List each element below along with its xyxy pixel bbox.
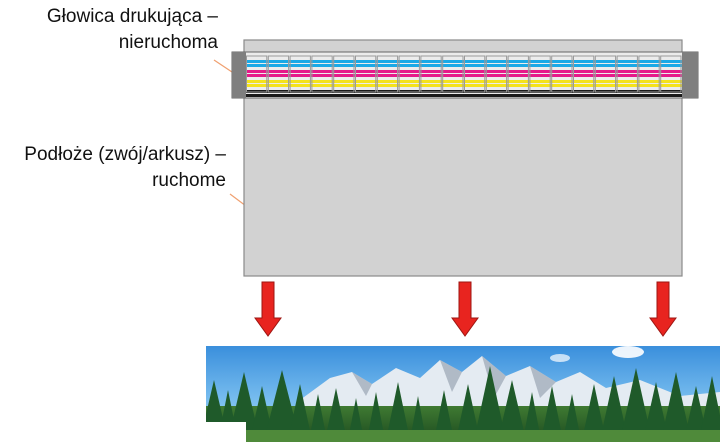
- tree: [523, 392, 541, 440]
- substrate-label: Podłoże (zwój/arkusz) – ruchome: [0, 142, 226, 194]
- tree: [474, 366, 506, 440]
- nozzle-module: [420, 55, 442, 93]
- tree: [643, 382, 669, 440]
- tree: [661, 372, 691, 440]
- ink-row-black: [246, 94, 682, 97]
- printhead-left-cap: [232, 52, 246, 98]
- printhead-label-line2: nieruchoma: [118, 32, 218, 53]
- mountain-shadows: [352, 356, 556, 398]
- nozzle-module: [529, 55, 551, 93]
- nozzle-module: [638, 55, 660, 93]
- tree: [541, 386, 563, 440]
- tree: [563, 394, 581, 440]
- nozzle-module: [551, 55, 573, 93]
- nozzle-module: [573, 55, 595, 93]
- tree: [434, 390, 454, 440]
- substrate-label-line2: ruchome: [152, 170, 226, 191]
- tree: [264, 370, 300, 440]
- nozzle-module: [442, 55, 464, 93]
- nozzle-module: [485, 55, 508, 93]
- cloud: [612, 346, 644, 358]
- nozzle-module: [333, 55, 355, 93]
- printed-output-image: [206, 346, 720, 442]
- tree: [325, 388, 347, 440]
- down-arrow-icon: [649, 281, 677, 337]
- foreground-meadow: [206, 430, 720, 442]
- substrate-leader-line: [229, 193, 247, 207]
- nozzle-module: [289, 55, 311, 93]
- nozzle-module: [660, 55, 682, 93]
- tree: [456, 384, 480, 440]
- nozzle-module: [616, 55, 638, 93]
- nozzle-module: [311, 55, 333, 93]
- nozzle-module: [267, 55, 290, 93]
- cloud: [550, 354, 570, 362]
- printhead-leader-line: [213, 59, 233, 73]
- nozzle-module: [594, 55, 617, 93]
- nozzle-module: [376, 55, 399, 93]
- tree: [386, 382, 410, 440]
- forest: [206, 366, 720, 440]
- tree: [498, 380, 526, 440]
- tree: [288, 384, 312, 440]
- nozzle-module: [464, 55, 486, 93]
- printhead-right-cap: [682, 52, 698, 98]
- tree: [309, 394, 327, 440]
- tree: [620, 368, 652, 440]
- down-arrow-icon: [451, 281, 479, 337]
- printhead-label-line1: Głowica drukująca –: [46, 6, 218, 27]
- nozzle-module: [246, 55, 268, 93]
- printhead: [231, 51, 699, 99]
- tree: [582, 384, 606, 440]
- down-arrow-icon: [254, 281, 282, 337]
- tree: [410, 396, 426, 440]
- output-arrows: [254, 281, 677, 337]
- nozzle-module: [507, 55, 529, 93]
- tree: [699, 376, 720, 440]
- printhead-label: Głowica drukująca – nieruchoma: [0, 4, 218, 56]
- nozzle-modules: [246, 55, 682, 93]
- substrate-label-line1: Podłoże (zwój/arkusz) –: [24, 144, 226, 165]
- tree: [600, 376, 628, 440]
- tree: [367, 392, 385, 440]
- tree: [348, 398, 364, 440]
- nozzle-module: [398, 55, 420, 93]
- nozzle-module: [355, 55, 377, 93]
